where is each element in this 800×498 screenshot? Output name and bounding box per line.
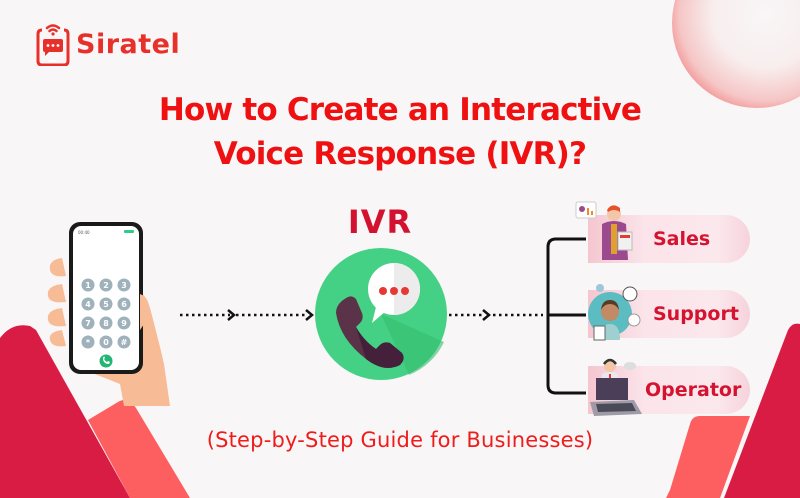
decorative-right-shape	[666, 323, 800, 498]
svg-text:1: 1	[85, 281, 91, 290]
phone-status-time: 00:40	[78, 230, 90, 235]
phone-in-hand-illustration: 00:40 1 2 3 4 5 6 7 8 9 * 0 #	[47, 222, 170, 406]
dotted-arrow-to-departments	[449, 309, 543, 321]
title-line-1: How to Create an Interactive	[158, 92, 642, 128]
decorative-left-dark-shape	[0, 325, 130, 498]
svg-text:4: 4	[85, 300, 91, 309]
svg-text:9: 9	[121, 319, 127, 328]
decorative-left-light-shape	[88, 400, 190, 498]
svg-text:2: 2	[103, 281, 109, 290]
phone-chat-wifi-icon	[36, 24, 70, 66]
svg-text:8: 8	[103, 319, 109, 328]
department-label: Sales	[653, 228, 711, 250]
svg-text:7: 7	[85, 319, 91, 328]
svg-text:5: 5	[103, 300, 109, 309]
svg-text:*: *	[86, 338, 91, 347]
department-label: Operator	[645, 379, 742, 401]
call-button-icon	[99, 354, 113, 368]
brand-name: Siratel	[76, 28, 181, 60]
brand-logo: Siratel	[35, 22, 180, 66]
subtitle: (Step-by-Step Guide for Businesses)	[206, 428, 594, 452]
svg-text:0: 0	[103, 338, 109, 347]
title-line-2: Voice Response (IVR)?	[213, 136, 587, 172]
svg-text:#: #	[121, 338, 128, 347]
svg-text:3: 3	[121, 281, 127, 290]
svg-text:6: 6	[121, 300, 127, 309]
page-title: How to Create an Interactive Voice Respo…	[0, 88, 800, 176]
ivr-label: IVR	[347, 203, 413, 241]
keypad	[81, 278, 131, 349]
dotted-arrow-to-ivr	[180, 309, 314, 321]
support-agent-icon	[588, 284, 641, 341]
branch-connector	[546, 237, 586, 395]
salesperson-icon	[575, 201, 633, 260]
department-label: Support	[653, 303, 739, 325]
operator-laptop-icon	[590, 358, 642, 416]
phone-speech-bubble-icon	[315, 248, 447, 380]
